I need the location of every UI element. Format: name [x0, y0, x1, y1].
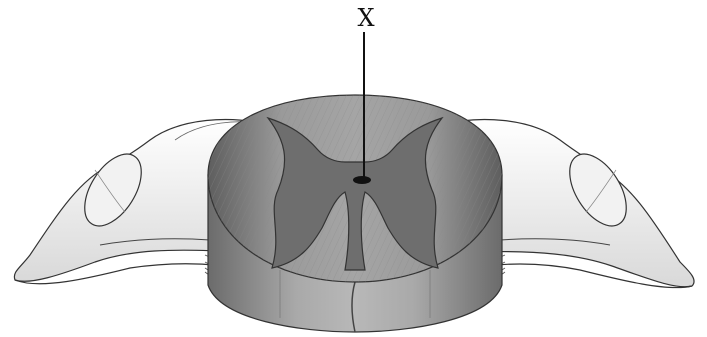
label-x: X — [357, 4, 374, 32]
central-canal — [353, 176, 371, 184]
spinal-cord-segment — [208, 95, 502, 332]
